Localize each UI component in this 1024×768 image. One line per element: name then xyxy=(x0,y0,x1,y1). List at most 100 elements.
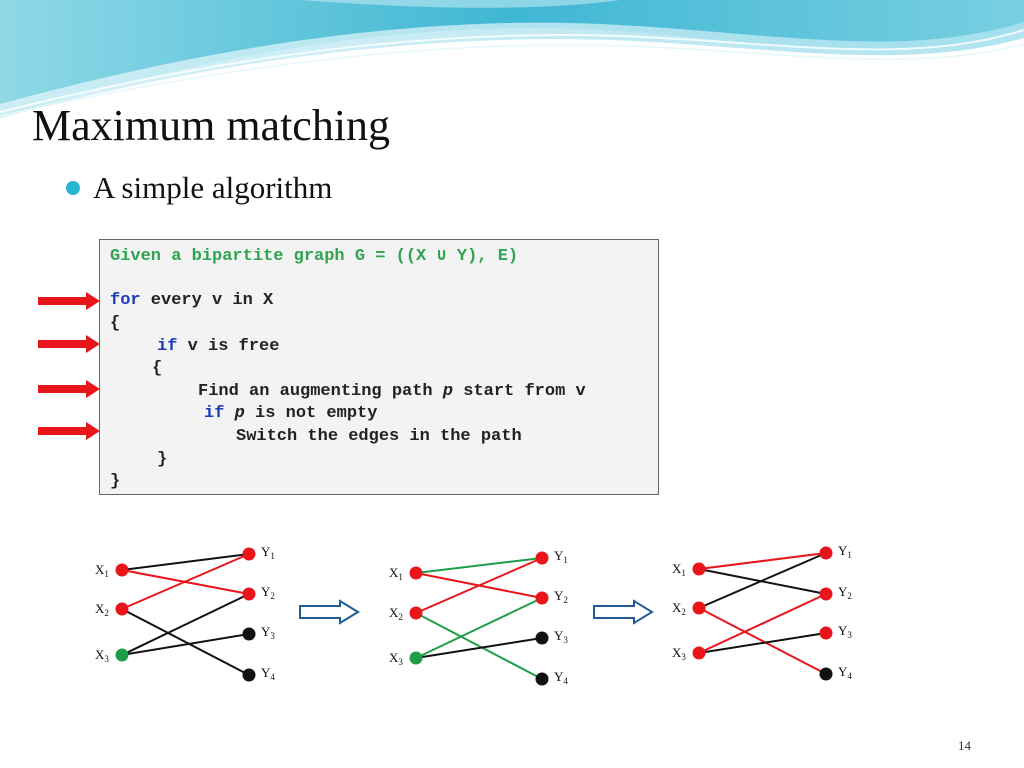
graph-node-x xyxy=(692,646,706,660)
graph-edge xyxy=(121,633,250,656)
node-label: X2 xyxy=(389,605,403,622)
graph-edge xyxy=(415,637,543,659)
code-keyword: if xyxy=(204,404,225,423)
node-label-subscript: 1 xyxy=(398,572,403,582)
node-label: X3 xyxy=(95,647,109,664)
graph-node-x xyxy=(692,601,706,615)
graph-node-x xyxy=(409,651,423,665)
graph-node-x xyxy=(409,606,423,620)
graph-edge xyxy=(415,612,543,680)
code-brace: } xyxy=(110,472,121,491)
node-label-subscript: 2 xyxy=(847,591,852,601)
graph-edge xyxy=(698,552,827,609)
bullet-text: A simple algorithm xyxy=(93,170,333,205)
red-arrow-icon xyxy=(38,380,100,398)
node-label: Y3 xyxy=(838,623,852,640)
node-label-subscript: 2 xyxy=(398,612,403,622)
node-label: Y4 xyxy=(261,665,275,682)
graph-node-x xyxy=(692,562,706,576)
node-label-letter: X xyxy=(95,647,105,662)
node-label-letter: X xyxy=(389,605,399,620)
graph-node-y xyxy=(535,672,549,686)
graph-node-y xyxy=(819,667,833,681)
graph-node-y xyxy=(819,626,833,640)
node-label-subscript: 4 xyxy=(563,676,568,686)
node-label: X1 xyxy=(672,561,686,578)
node-label-letter: X xyxy=(95,562,105,577)
node-label-subscript: 1 xyxy=(104,569,109,579)
node-label-letter: X xyxy=(389,650,399,665)
node-label-subscript: 3 xyxy=(681,652,686,662)
node-label-letter: X xyxy=(389,565,399,580)
node-label-letter: X xyxy=(672,600,682,615)
header-wave-decoration xyxy=(0,0,1024,118)
page-number: 14 xyxy=(958,738,971,753)
node-label: X2 xyxy=(95,601,109,618)
code-text: is not empty xyxy=(244,404,378,423)
code-text: v is free xyxy=(177,337,280,356)
graph-edge xyxy=(415,557,543,574)
node-label-letter: Y xyxy=(554,588,564,603)
graph-node-y xyxy=(535,631,549,645)
code-for-line: for every v in X xyxy=(110,291,273,311)
node-label: Y2 xyxy=(554,588,568,605)
graph-edge xyxy=(698,607,827,675)
code-var: p xyxy=(442,382,454,401)
node-label-letter: Y xyxy=(261,544,271,559)
code-keyword: if xyxy=(157,337,178,356)
bullet-dot-icon xyxy=(66,181,80,195)
node-label-letter: Y xyxy=(838,623,848,638)
graph-node-x xyxy=(115,602,129,616)
node-label-letter: Y xyxy=(554,628,564,643)
graph-background xyxy=(382,545,582,695)
node-label: X1 xyxy=(389,565,403,582)
node-label: Y1 xyxy=(261,544,275,561)
node-label-letter: Y xyxy=(261,584,271,599)
code-brace: { xyxy=(110,314,121,333)
algorithm-code-box: Given a bipartite graph G = ((X ∪ Y), E)… xyxy=(99,239,659,495)
node-label: Y2 xyxy=(838,584,852,601)
graph-node-x xyxy=(115,563,129,577)
node-label: Y4 xyxy=(554,669,568,686)
bullet-item: A simple algorithm xyxy=(66,166,332,210)
node-label-subscript: 1 xyxy=(563,555,568,565)
graph-node-y xyxy=(535,591,549,605)
node-label-subscript: 3 xyxy=(398,657,403,667)
graph-node-x xyxy=(409,566,423,580)
graph-node-x xyxy=(115,648,129,662)
node-label-subscript: 3 xyxy=(563,635,568,645)
slide-title: Maximum matching xyxy=(32,101,391,150)
node-label-subscript: 3 xyxy=(270,631,275,641)
node-label-subscript: 2 xyxy=(104,608,109,618)
code-text: every v in X xyxy=(140,291,274,310)
node-label: Y4 xyxy=(838,664,852,681)
graph-edge xyxy=(415,557,543,614)
node-label-subscript: 3 xyxy=(847,630,852,640)
node-label-subscript: 1 xyxy=(681,568,686,578)
graph-edge xyxy=(698,552,827,570)
code-var: p xyxy=(234,404,245,423)
node-label-subscript: 2 xyxy=(563,595,568,605)
node-label-subscript: 4 xyxy=(270,672,275,682)
node-label: X2 xyxy=(672,600,686,617)
graph-node-y xyxy=(535,551,549,565)
red-arrow-icon xyxy=(38,422,100,440)
graph-node-y xyxy=(819,587,833,601)
red-arrow-icon xyxy=(38,292,100,310)
graph-node-y xyxy=(242,547,256,561)
graph-edge xyxy=(415,597,543,659)
graph-node-y xyxy=(819,546,833,560)
node-label-letter: Y xyxy=(261,665,271,680)
graph-edge xyxy=(121,593,250,656)
graph-edge xyxy=(121,553,250,571)
node-label: X3 xyxy=(672,645,686,662)
graph-edge xyxy=(698,593,827,654)
node-label-letter: Y xyxy=(554,669,564,684)
code-if2-line: if p is not empty xyxy=(204,404,377,424)
transition-arrow-icon xyxy=(299,599,360,625)
code-if-line: if v is free xyxy=(157,337,279,357)
